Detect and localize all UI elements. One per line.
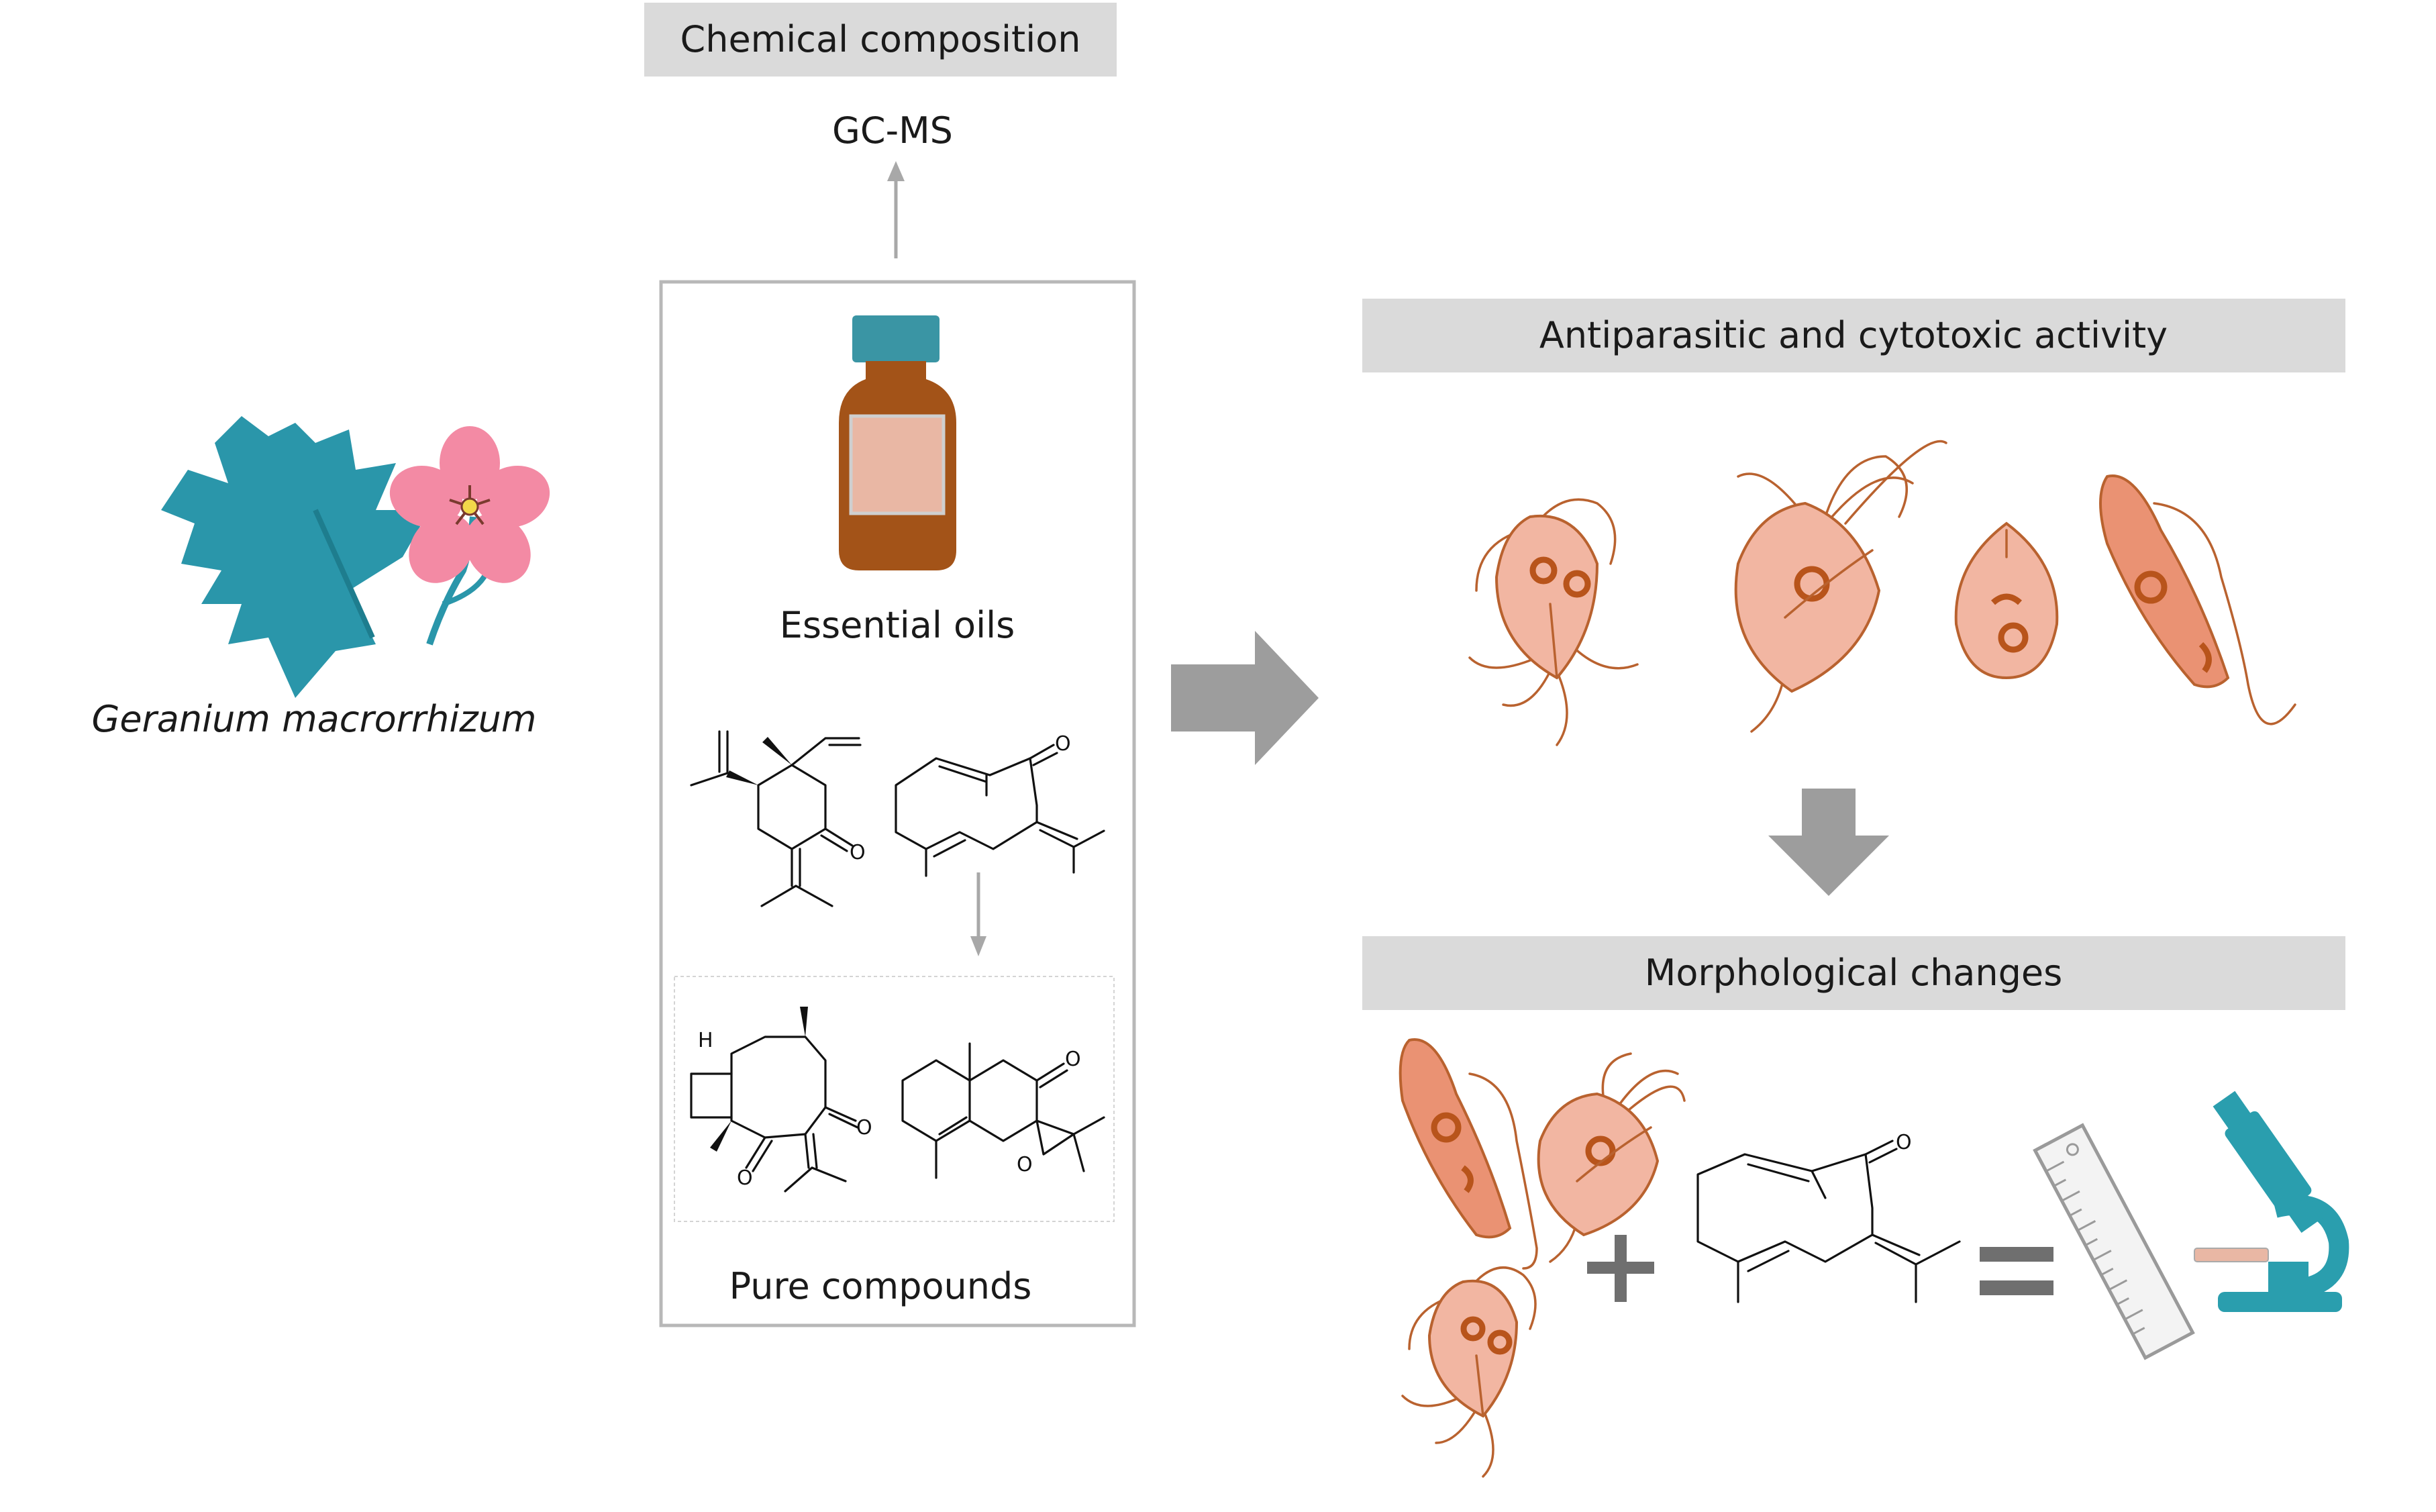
germacrone-molecule: O xyxy=(1696,1131,1961,1303)
molecule-2: O xyxy=(895,732,1105,877)
oxygen-label: O xyxy=(737,1166,753,1190)
up-arrow-icon xyxy=(887,161,905,258)
leaf-icon xyxy=(161,416,429,698)
molecule-3: H O O xyxy=(690,1007,872,1193)
morphology-header: Morphological changes xyxy=(1645,952,2063,994)
pure-compounds-frame xyxy=(674,976,1115,1222)
essential-oils-label: Essential oils xyxy=(780,604,1015,646)
chemical-header: Chemical composition xyxy=(680,18,1081,60)
molecule-1: O xyxy=(690,730,866,907)
plant-name: Geranium macrorrhizum xyxy=(91,698,536,740)
trichomonas-icon xyxy=(1734,440,1947,733)
bottle-icon xyxy=(839,315,956,570)
pure-compounds-label: Pure compounds xyxy=(729,1265,1032,1307)
activity-header-bg xyxy=(1362,299,2345,372)
chemical-header-bg xyxy=(644,3,1117,77)
morphology-header-bg xyxy=(1362,936,2345,1010)
giardia-trophozoite-icon xyxy=(1468,498,1639,746)
cyst-icon xyxy=(1954,521,2059,680)
gcms-label: GC-MS xyxy=(832,109,953,152)
geranium-illustration: Geranium macrorrhizum xyxy=(91,416,550,740)
right-arrow-icon xyxy=(1171,631,1319,765)
oxygen-label: O xyxy=(850,841,866,864)
oxygen-label: O xyxy=(1055,732,1071,756)
molecule-4: O O xyxy=(901,1042,1105,1179)
oxygen-label: O xyxy=(1065,1048,1081,1071)
oxygen-label: O xyxy=(856,1116,872,1140)
down-arrow-icon xyxy=(970,872,986,956)
ruler-icon xyxy=(2033,1123,2195,1360)
oxygen-label: O xyxy=(1896,1131,1912,1154)
leishmania-promastigote-icon xyxy=(1399,1038,1538,1270)
plus-icon xyxy=(1587,1235,1654,1302)
extraction-panel: Essential oils O O xyxy=(659,280,1136,1327)
hydrogen-label: H xyxy=(698,1029,713,1052)
equals-icon xyxy=(1980,1247,2053,1295)
oxygen-label: O xyxy=(1017,1153,1033,1176)
flower-icon xyxy=(389,426,550,646)
down-arrow-large-icon xyxy=(1768,789,1889,896)
chemical-composition: Chemical composition GC-MS xyxy=(644,3,1117,258)
microscope-icon xyxy=(2194,1091,2349,1312)
extraction-frame xyxy=(659,280,1136,1327)
trichomonas-icon xyxy=(1537,1052,1686,1263)
leishmania-promastigote-icon xyxy=(2099,474,2296,725)
parasites-row xyxy=(1468,440,2296,746)
giardia-trophozoite-icon xyxy=(1401,1266,1537,1478)
morphology-equation: O xyxy=(1399,1038,2349,1478)
activity-header: Antiparasitic and cytotoxic activity xyxy=(1539,314,2168,356)
